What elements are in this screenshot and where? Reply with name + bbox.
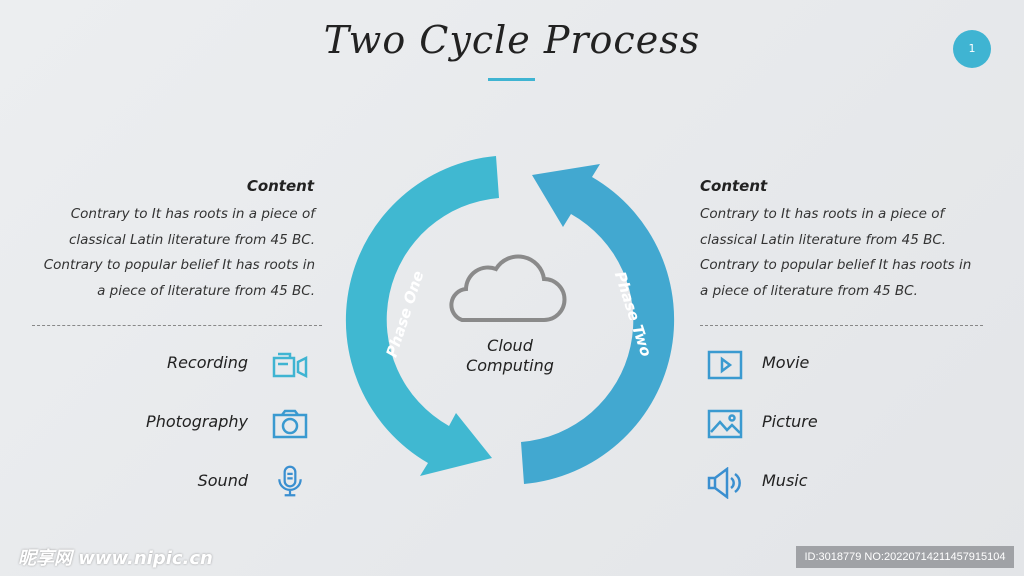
item-picture-label: Picture xyxy=(762,412,818,431)
left-paragraph: Contrary to It has roots in a piece of c… xyxy=(43,206,315,300)
item-photography-label: Photography xyxy=(146,412,248,431)
right-divider xyxy=(700,325,983,326)
left-heading: Content xyxy=(246,177,314,195)
video-camera-icon xyxy=(272,352,308,379)
image-id: ID:3018779 NO:20220714211457915104 xyxy=(796,546,1014,568)
page-title: Two Cycle Process xyxy=(323,18,701,62)
item-movie-label: Movie xyxy=(762,353,810,372)
watermark: 昵享网 www.nipic.cn xyxy=(18,548,213,569)
item-music-label: Music xyxy=(762,471,808,490)
right-heading: Content xyxy=(700,177,768,195)
right-paragraph: Contrary to It has roots in a piece of c… xyxy=(700,206,972,300)
item-sound-label: Sound xyxy=(197,471,248,490)
item-recording-label: Recording xyxy=(166,353,248,372)
page-number-badge: 1 xyxy=(953,30,991,68)
speaker-icon xyxy=(707,467,741,499)
cloud-icon xyxy=(449,254,567,322)
phase-two-arrow xyxy=(521,164,675,484)
center-label-line2: Computing xyxy=(466,356,554,375)
center-label-line1: Cloud xyxy=(487,336,533,355)
camera-icon xyxy=(272,409,308,439)
phase-one-arrow xyxy=(345,156,499,476)
left-divider xyxy=(32,325,322,326)
microphone-icon xyxy=(278,465,302,497)
picture-icon xyxy=(707,409,743,439)
title-underline xyxy=(488,78,535,81)
play-icon xyxy=(707,350,743,380)
